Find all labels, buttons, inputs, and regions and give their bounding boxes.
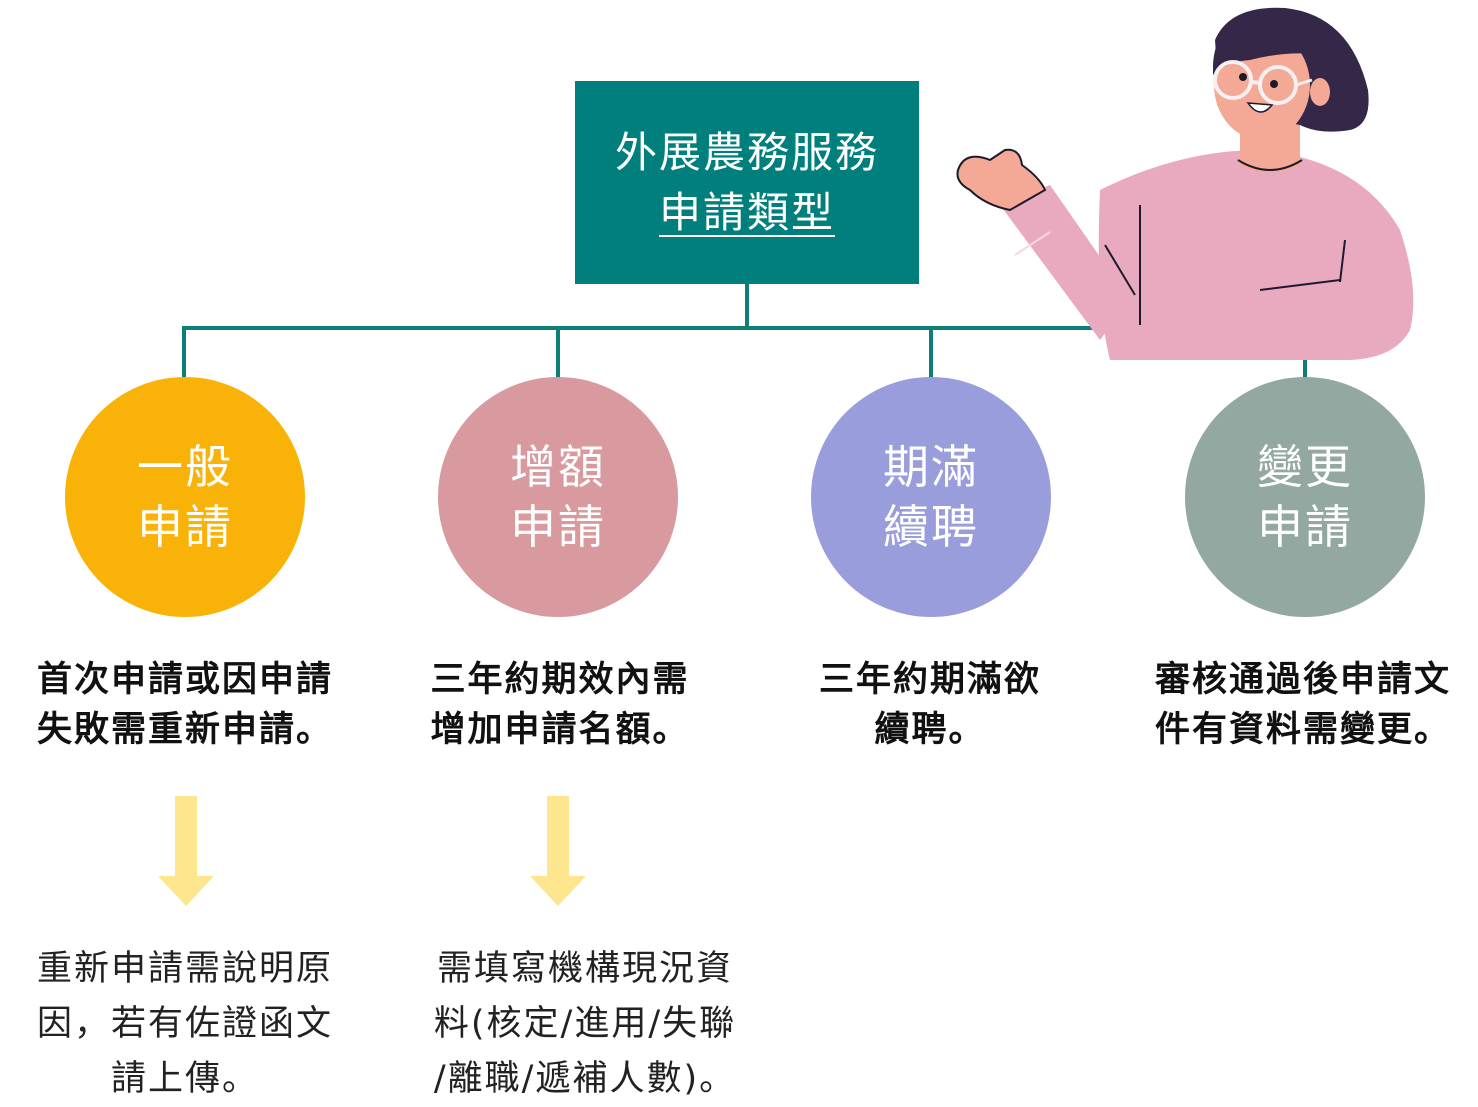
category-label-line1: 期滿: [883, 440, 979, 494]
category-description-change: 審核通過後申請文 件有資料需變更。: [1128, 655, 1478, 755]
category-description-renewal: 三年約期滿欲 續聘。: [790, 655, 1070, 755]
down-arrow-icon: [530, 796, 586, 906]
category-description-general: 首次申請或因申請 失敗需重新申請。: [10, 655, 360, 755]
connector-vertical-main: [745, 284, 749, 330]
desc-line1: 三年約期效內需: [430, 660, 690, 700]
note-line1: 需填寫機構現況資: [436, 949, 733, 989]
category-label-line1: 一般: [137, 440, 233, 494]
category-label-line2: 申請: [1257, 500, 1353, 554]
diagram-title-box: 外展農務服務 申請類型: [575, 81, 919, 284]
desc-line1: 三年約期滿欲: [818, 660, 1041, 700]
down-arrow-icon: [158, 796, 214, 906]
category-circle-general: 一般 申請: [65, 377, 305, 617]
desc-line1: 首次申請或因申請: [36, 660, 333, 700]
category-label-line2: 申請: [137, 500, 233, 554]
desc-line2: 件有資料需變更。: [1154, 710, 1451, 750]
note-line1: 重新申請需說明原: [36, 949, 333, 989]
desc-line2: 失敗需重新申請。: [36, 710, 333, 750]
connector-drop-increase: [556, 326, 560, 378]
desc-line2: 續聘。: [874, 710, 986, 750]
note-line2: 因，若有佐證函文: [36, 1004, 333, 1044]
desc-line1: 審核通過後申請文: [1154, 660, 1451, 700]
connector-drop-renewal: [929, 326, 933, 378]
woman-presenting-illustration: [956, 7, 1414, 360]
connector-drop-general: [182, 326, 186, 378]
category-circle-change: 變更 申請: [1185, 377, 1425, 617]
category-label-line2: 續聘: [883, 500, 979, 554]
title-line1: 外展農務服務: [614, 127, 879, 177]
category-note-increase: 需填寫機構現況資 料(核定/進用/失聯 /離職/遞補人數)。: [395, 942, 775, 1107]
note-line3: 請上傳。: [110, 1059, 259, 1099]
note-line3: /離職/遞補人數)。: [433, 1059, 737, 1099]
category-circle-renewal: 期滿 續聘: [811, 377, 1051, 617]
desc-line2: 增加申請名額。: [430, 710, 690, 750]
title-line2: 申請類型: [658, 187, 835, 237]
category-circle-increase: 增額 申請: [438, 377, 678, 617]
category-label-line1: 增額: [510, 440, 606, 494]
connector-horizontal: [182, 326, 1308, 330]
category-description-increase: 三年約期效內需 增加申請名額。: [395, 655, 725, 755]
category-note-general: 重新申請需說明原 因，若有佐證函文 請上傳。: [10, 942, 360, 1107]
note-line2: 料(核定/進用/失聯: [433, 1004, 737, 1044]
category-label-line2: 申請: [510, 500, 606, 554]
category-label-line1: 變更: [1257, 440, 1353, 494]
